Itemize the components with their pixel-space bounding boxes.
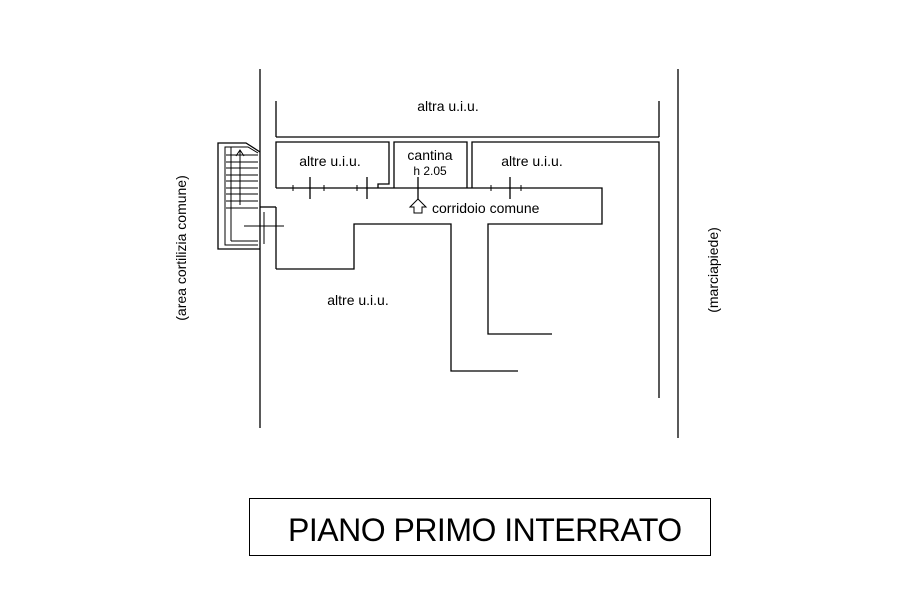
right-unit-label: altre u.i.u. <box>501 153 562 169</box>
corridor-label: corridoio comune <box>432 200 540 216</box>
sidewalk-label: (marciapiede) <box>705 227 721 313</box>
ceiling-height-label: h 2.05 <box>413 164 447 178</box>
title-box <box>249 498 711 556</box>
left-unit-label: altre u.i.u. <box>299 153 360 169</box>
cantina-room <box>393 141 468 188</box>
courtyard-label: (area cortilizia comune) <box>173 175 189 321</box>
bottom-unit-label: altre u.i.u. <box>327 292 388 308</box>
staircase-icon <box>217 142 261 250</box>
corridor-outline-right <box>276 187 603 335</box>
plan-title: PIANO PRIMO INTERRATO <box>288 512 682 548</box>
up-arrow-icon <box>408 198 428 214</box>
cantina-label: cantina <box>407 147 452 163</box>
right-unit-room <box>471 141 660 398</box>
top-unit-label: altra u.i.u. <box>417 98 478 114</box>
left-unit-room <box>275 141 390 188</box>
corridor-outline-left <box>276 223 518 372</box>
